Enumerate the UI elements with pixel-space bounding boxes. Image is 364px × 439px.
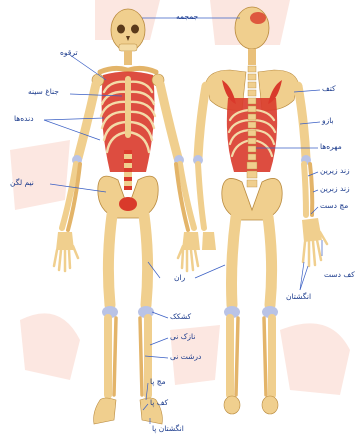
- label-palm: کف دست: [324, 270, 355, 279]
- label-radius: زند زبرین: [320, 184, 350, 193]
- label-femur: ران: [174, 273, 185, 282]
- label-patella: کشکک: [170, 312, 191, 321]
- label-ribs: دنده‌ها: [14, 114, 34, 123]
- label-tibia: درشت نی: [170, 352, 201, 361]
- label-fibula: نازک نی: [170, 332, 195, 341]
- label-humerus: بازو: [322, 116, 334, 125]
- label-ulna: زند زیرین: [320, 166, 350, 175]
- label-sole: کف پا: [150, 398, 168, 407]
- label-vertebrae: مهره‌ها: [320, 142, 342, 151]
- label-shoulder: کتف: [322, 84, 336, 93]
- label-toes: انگشتان پا: [152, 424, 184, 433]
- label-ankle: مچ پا: [150, 377, 166, 386]
- label-clavicle: ترقوه: [60, 48, 78, 57]
- label-pelvis: نیم لگن: [10, 178, 34, 187]
- label-skull: جمجمه: [176, 12, 198, 21]
- label-wrist: مچ دست: [320, 201, 348, 210]
- label-sternum: جناغ سینه: [28, 87, 59, 96]
- label-fingers: انگشتان: [286, 292, 311, 301]
